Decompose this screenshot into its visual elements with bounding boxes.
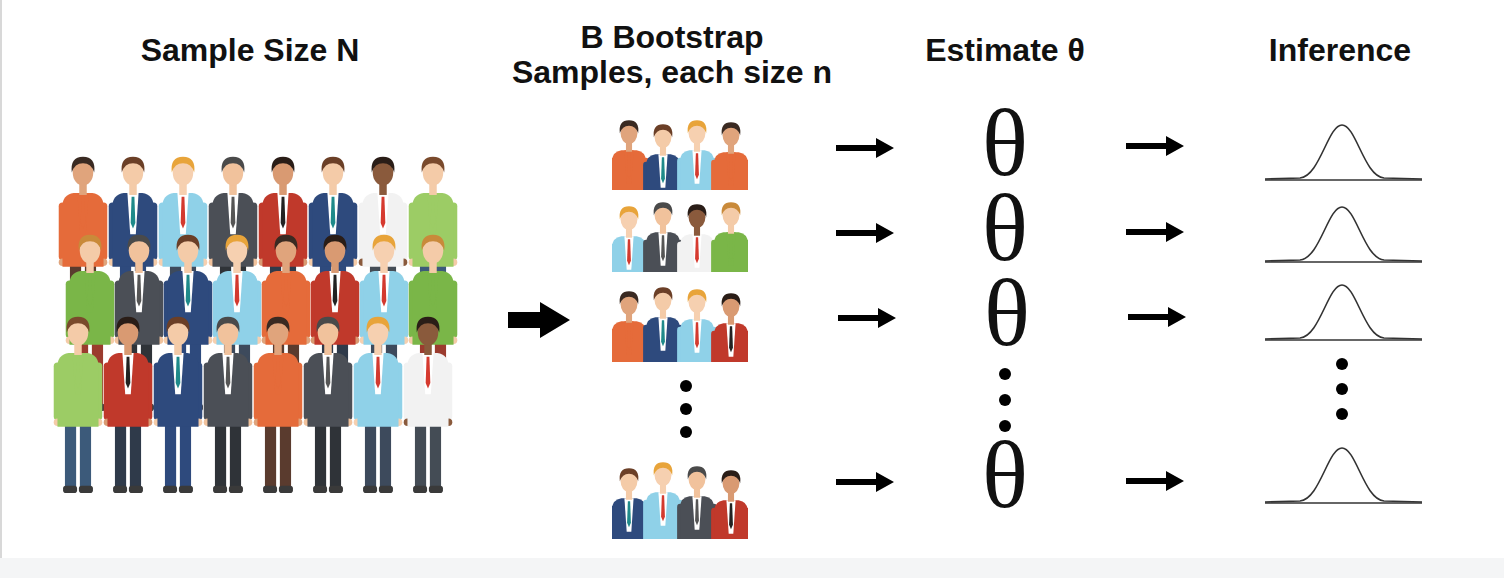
person <box>54 317 103 493</box>
person <box>677 289 717 434</box>
column-heading: Estimate θ <box>925 33 1085 68</box>
column-heading: B Bootstrap Samples, each size n <box>492 20 852 89</box>
person <box>711 293 751 438</box>
theta-symbol: θ <box>982 95 1028 191</box>
theta-symbol: θ <box>982 427 1028 523</box>
crowd <box>54 157 458 493</box>
person <box>609 291 649 436</box>
theta-symbol: θ <box>982 180 1028 276</box>
person <box>304 317 353 493</box>
bell-curves <box>1265 125 1422 503</box>
big-arrow <box>508 302 570 338</box>
person <box>643 287 683 432</box>
person <box>104 317 153 493</box>
person <box>711 470 751 578</box>
bottom-band <box>0 558 1504 578</box>
column-heading: Sample Size N <box>141 33 360 68</box>
frame-edge <box>0 0 2 578</box>
theta-symbol: θ <box>984 265 1030 361</box>
person <box>404 317 453 493</box>
person <box>643 462 683 578</box>
sample-thumbnail <box>609 462 751 578</box>
person <box>354 317 403 493</box>
sample-thumbnail <box>609 287 751 438</box>
person <box>204 317 253 493</box>
person <box>154 317 203 493</box>
column-heading: Inference <box>1269 33 1411 68</box>
person <box>254 317 303 493</box>
ellipsis-dots <box>680 358 1348 438</box>
person <box>609 468 649 578</box>
person <box>677 466 717 578</box>
